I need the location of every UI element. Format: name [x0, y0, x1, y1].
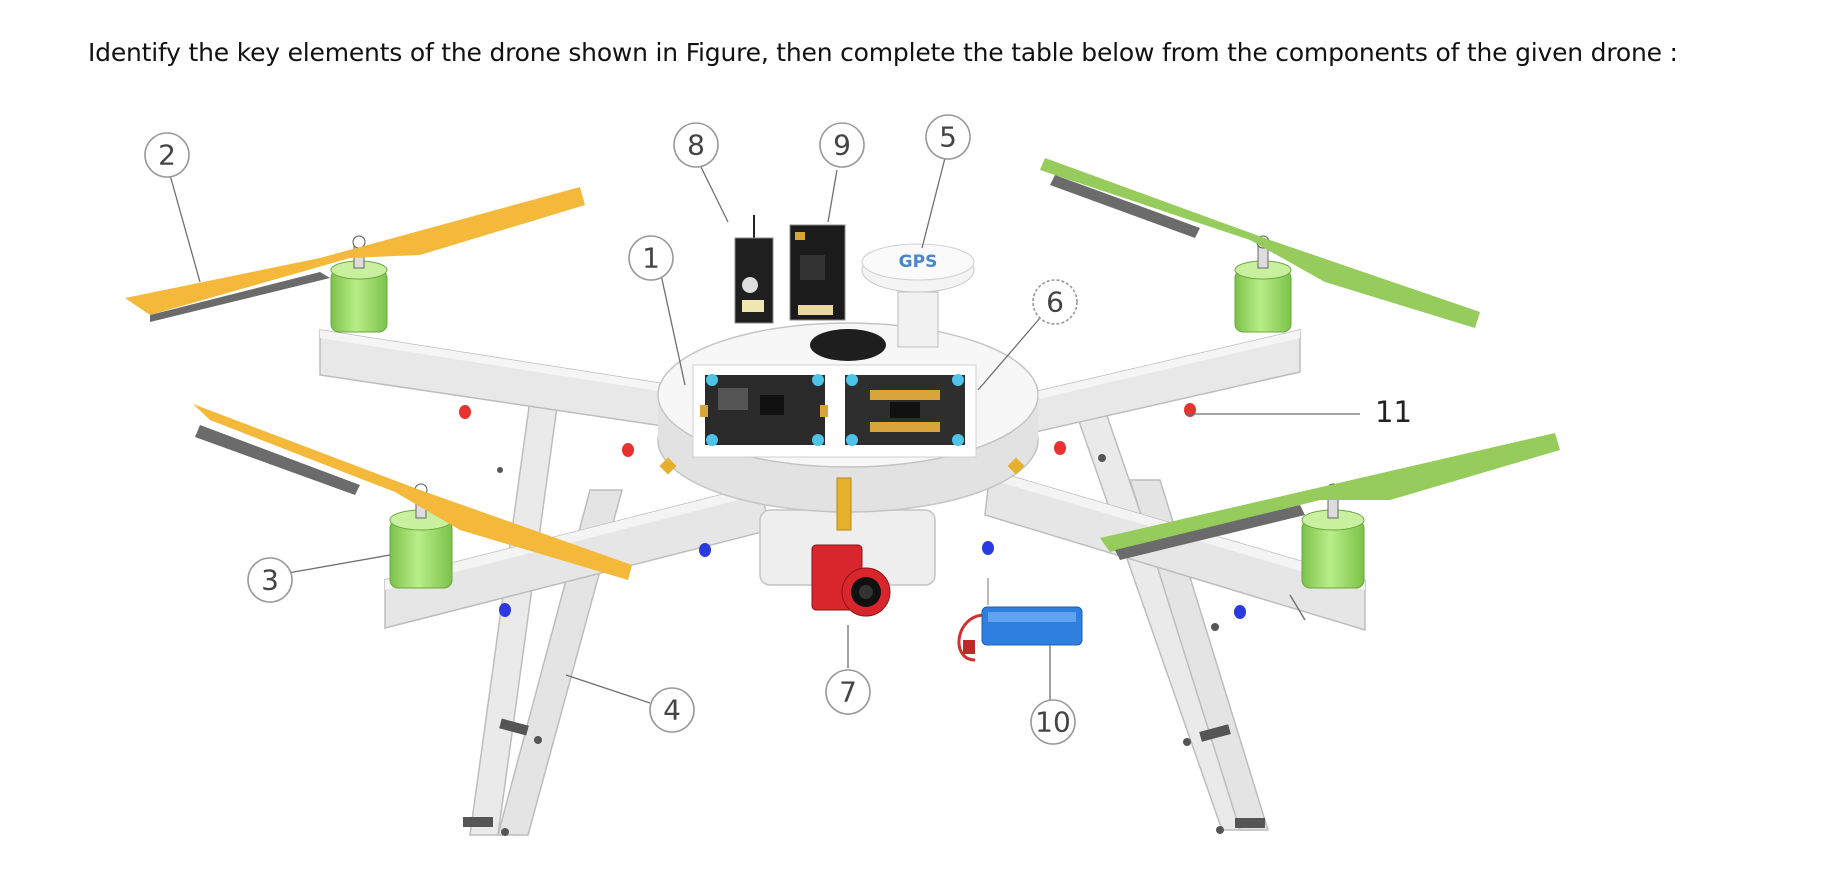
callout-1-label: 1: [642, 242, 660, 275]
question-text: Identify the key elements of the drone s…: [88, 38, 1678, 67]
callout-11-label: 11: [1375, 395, 1412, 429]
callout-9-label: 9: [833, 129, 851, 162]
esc-board: [845, 374, 965, 446]
callout-7-label: 7: [839, 676, 857, 709]
callout-3-label: 3: [261, 564, 279, 597]
receiver-module: [734, 215, 774, 324]
callout-7: 7: [825, 669, 871, 715]
callout-8: 8: [673, 122, 719, 168]
motor-back-right: [1234, 235, 1292, 333]
video-transmitter-module: [789, 224, 846, 321]
callout-6-label: 6: [1046, 286, 1064, 319]
propeller-front-right: [1100, 433, 1560, 560]
callout-5-label: 5: [939, 121, 957, 154]
callout-4-label: 4: [663, 694, 681, 727]
arm-back-right: [999, 329, 1301, 441]
callout-4: 4: [649, 687, 695, 733]
leader-lines: [169, 157, 1360, 704]
arm-leds: [459, 403, 1246, 619]
propeller-back-right: [1040, 158, 1480, 328]
propeller-back-left: [125, 187, 585, 322]
callout-10: 10: [1030, 699, 1076, 745]
fpv-camera: [811, 544, 891, 617]
landing-leg-front-left: [463, 384, 623, 836]
callout-5: 5: [925, 114, 971, 160]
callout-1: 1: [628, 235, 674, 281]
propeller-front-left: [193, 404, 632, 580]
callout-2: 2: [144, 132, 190, 178]
callout-6: 6: [1032, 279, 1078, 325]
callout-9: 9: [819, 122, 865, 168]
callout-8-label: 8: [687, 129, 705, 162]
callout-11: 11: [1375, 395, 1412, 429]
arm-back-left: [319, 329, 691, 431]
lipo-battery: [957, 578, 1083, 662]
gps-module: GPS: [861, 243, 975, 348]
gps-label: GPS: [899, 252, 938, 272]
callout-3: 3: [247, 557, 293, 603]
landing-leg-front-right: [1073, 409, 1270, 834]
callout-2-label: 2: [158, 139, 176, 172]
callout-10-label: 10: [1035, 706, 1071, 739]
